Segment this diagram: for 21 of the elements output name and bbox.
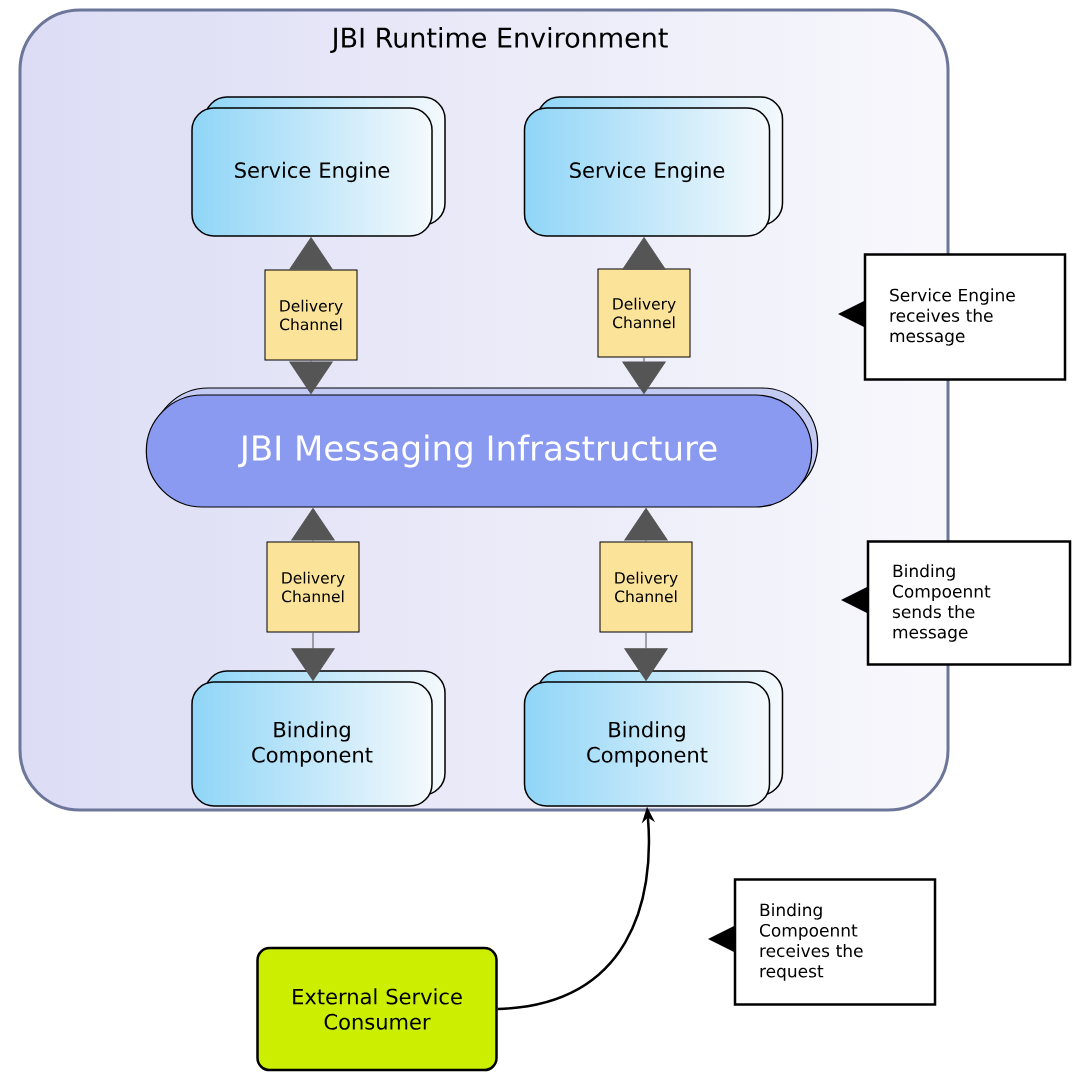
channel-box: Delivery Channel — [266, 541, 360, 633]
component-box: Binding Component — [523, 670, 784, 807]
arrow — [622, 357, 666, 394]
arrow — [291, 508, 335, 542]
channel-box: Delivery Channel — [599, 541, 693, 633]
messaging-bus: JBI Messaging Infrastructure — [145, 387, 819, 508]
arrow — [624, 632, 668, 681]
consumer-box: External Service Consumer — [256, 946, 498, 1072]
component-box: Service Engine — [191, 96, 446, 237]
callout-box: Service Engine receives the message — [838, 253, 1067, 381]
arrow — [622, 237, 666, 270]
component-box: Service Engine — [523, 96, 784, 237]
channel-box: Delivery Channel — [597, 268, 691, 358]
arrow — [624, 508, 668, 542]
arrow — [289, 360, 333, 394]
channel-box: Delivery Channel — [264, 269, 358, 361]
callout-box: Binding Compoennt receives the request — [708, 878, 937, 1006]
arrow — [291, 632, 335, 681]
arrow — [289, 237, 333, 270]
callout-box: Binding Compoennt sends the message — [841, 540, 1072, 666]
component-box: Binding Component — [191, 670, 446, 807]
